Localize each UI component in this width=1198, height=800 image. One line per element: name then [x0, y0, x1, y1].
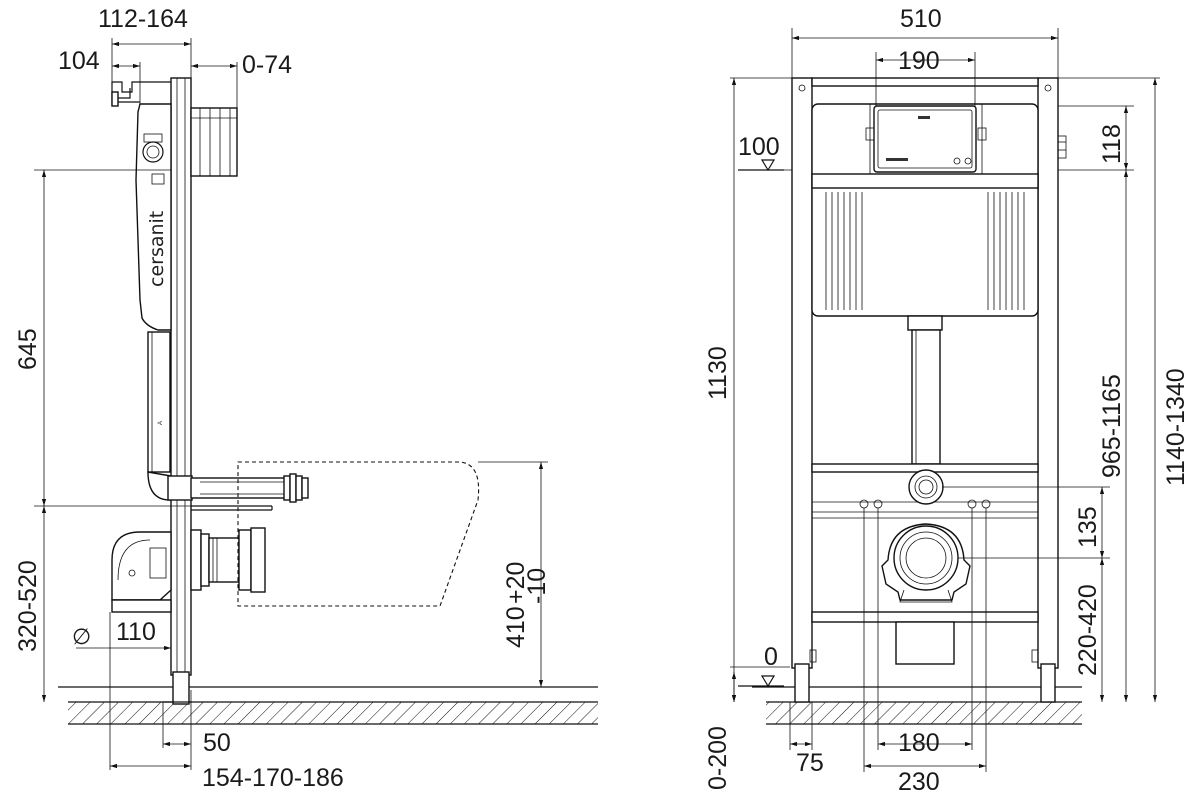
front-dim-135: 135: [1074, 506, 1102, 548]
side-top-bracket: [111, 81, 171, 107]
side-dim-bowl-plus: +20: [502, 562, 530, 604]
side-floor: [58, 686, 598, 725]
front-dim-level-0: 0: [764, 643, 778, 671]
front-floor: [752, 686, 1082, 725]
front-dim-230: 230: [898, 768, 940, 796]
front-dim-510: 510: [900, 5, 942, 33]
front-dim-0-200: 0-200: [704, 726, 732, 790]
side-dim-320-520: 320-520: [14, 560, 42, 652]
svg-text:A: A: [158, 421, 164, 425]
front-right-upright: [1031, 77, 1067, 703]
front-cistern-ribs-left: [825, 192, 863, 310]
side-dim-645: 645: [14, 328, 42, 370]
front-cistern-ribs-right: [987, 192, 1025, 310]
side-dim-bottom-50: 50: [203, 729, 231, 757]
front-dim-level-100: 100: [738, 133, 780, 161]
side-dim-diameter-symbol: ∅: [72, 624, 91, 649]
side-flush-pipe: A: [147, 331, 193, 501]
side-brand-label: cersanit: [146, 211, 168, 287]
front-top-bar: [811, 77, 1039, 87]
side-dim-bowl-height: 410: [502, 606, 530, 648]
side-waste-outlet: [190, 527, 266, 593]
side-wc-bowl-outline: [237, 461, 480, 607]
side-waste-elbow: [111, 531, 172, 613]
front-dim-190: 190: [898, 47, 940, 75]
front-dim-965-1165: 965-1165: [1098, 374, 1126, 478]
side-frame-upright: [163, 77, 192, 705]
front-flush-outlet: [908, 469, 944, 505]
front-view: 510 190 100 118 1130 965-1165 1140-1340 …: [704, 5, 1190, 796]
side-dim-pipe-diameter: 110: [116, 618, 156, 646]
front-dim-1130: 1130: [704, 346, 732, 400]
front-flush-pipe: [907, 315, 943, 465]
front-lower-box: [895, 621, 955, 665]
side-dim-top-range: 112-164: [98, 5, 188, 33]
front-mid-crossbar: [811, 463, 1039, 623]
front-flush-plate: [873, 105, 977, 173]
front-dim-75: 75: [796, 749, 824, 777]
side-flush-connector: [190, 473, 309, 503]
side-view: cersanit A: [14, 5, 598, 792]
front-dim-1140-1340: 1140-1340: [1162, 368, 1190, 486]
front-cistern: [811, 103, 1039, 317]
side-dim-top-adjust: 0-74: [242, 51, 292, 79]
side-dim-bowl-minus: -10: [523, 568, 551, 604]
front-left-upright: [791, 77, 817, 703]
front-dimension-lines: [731, 35, 1158, 769]
front-dim-118: 118: [1098, 124, 1126, 164]
front-dim-220-420: 220-420: [1074, 584, 1102, 676]
side-support-bar: [191, 505, 273, 511]
front-waste-outlet: [881, 523, 971, 603]
side-dim-top-left: 104: [58, 47, 100, 75]
side-extension-lines: [34, 38, 548, 770]
side-dim-bottom-depth: 154-170-186: [202, 764, 344, 792]
side-dimension-lines: [41, 41, 544, 769]
side-cistern: cersanit: [135, 103, 172, 331]
side-actuator-box: [190, 107, 238, 177]
front-dim-180: 180: [898, 729, 940, 757]
